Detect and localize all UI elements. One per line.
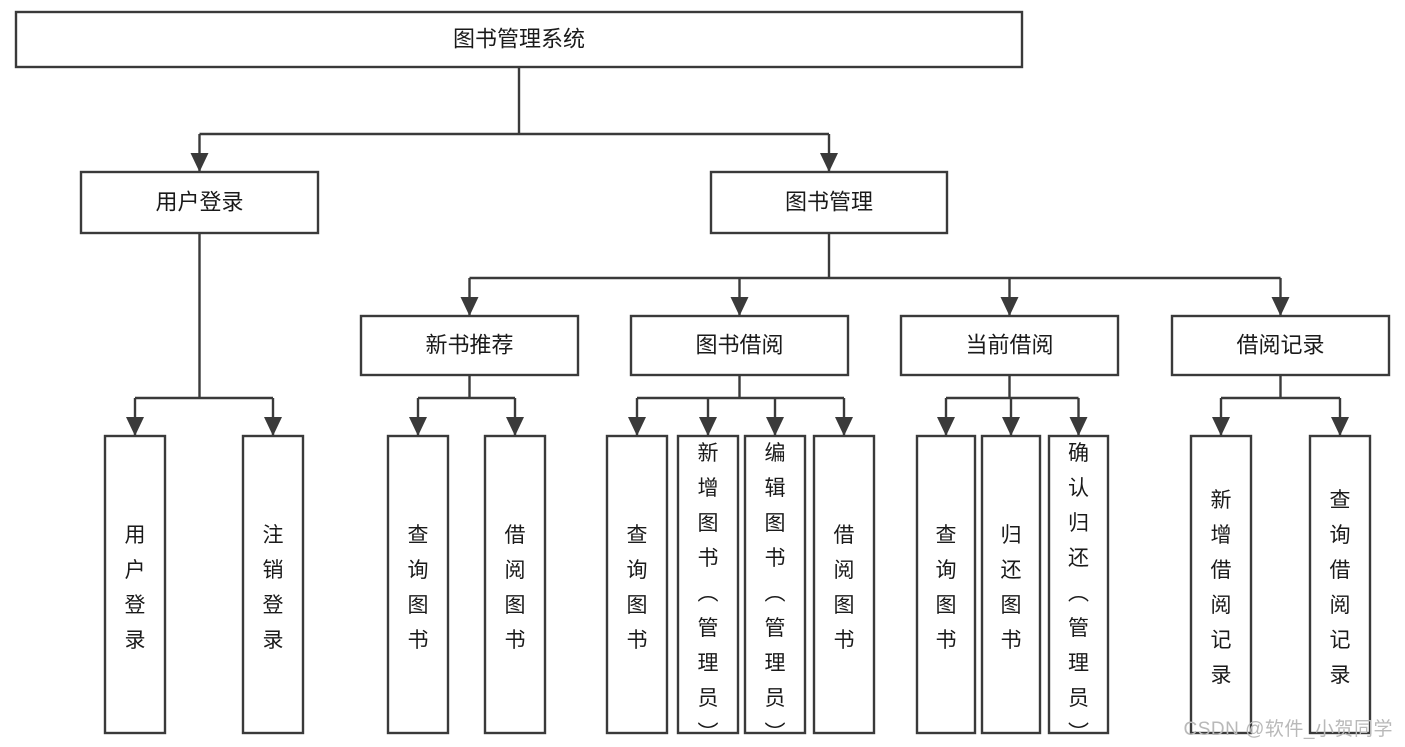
node-user-login[interactable]: 用户登录	[79, 170, 320, 235]
arrow-head	[1271, 297, 1290, 316]
node-label: 新增借阅记录	[1211, 489, 1232, 687]
node-leaf-query-record[interactable]: 查询借阅记录	[1308, 434, 1372, 735]
node-root[interactable]: 图书管理系统	[14, 10, 1024, 69]
node-leaf-user-login[interactable]: 用户登录	[103, 434, 167, 735]
arrow-head	[409, 417, 427, 436]
node-box	[899, 314, 1120, 377]
arrow-head	[699, 417, 717, 436]
edge-group-user-login	[126, 233, 282, 436]
node-leaf-return-book[interactable]: 归还图书	[980, 434, 1042, 735]
node-label: 查询图书	[936, 524, 957, 652]
node-box	[812, 434, 876, 735]
arrow-head	[190, 153, 209, 172]
node-borrow-record[interactable]: 借阅记录	[1170, 314, 1391, 377]
arrow-head	[460, 297, 479, 316]
arrow-head	[628, 417, 646, 436]
node-label: 借阅记录	[1236, 332, 1324, 357]
edge-group-root	[190, 67, 838, 172]
node-box	[605, 434, 669, 735]
node-leaf-add-book[interactable]: 新增图书︵管理员︶	[676, 434, 740, 745]
node-box	[709, 170, 949, 235]
node-label: 编辑图书︵管理员︶	[765, 442, 786, 745]
arrow-head	[820, 153, 838, 172]
node-label: 确认归还︵管理员︶	[1068, 442, 1089, 745]
arrow-head	[1000, 297, 1019, 316]
node-box	[14, 10, 1024, 69]
node-box	[386, 434, 450, 735]
node-box	[980, 434, 1042, 735]
arrow-head	[937, 417, 955, 436]
node-leaf-user-logout[interactable]: 注销登录	[241, 434, 305, 735]
node-box	[79, 170, 320, 235]
arrow-head	[1002, 417, 1020, 436]
node-label: 注销登录	[263, 524, 284, 652]
node-box	[359, 314, 580, 377]
node-box	[483, 434, 547, 735]
connector-layer	[126, 67, 1349, 436]
arrow-head	[1212, 417, 1230, 436]
node-leaf-add-record[interactable]: 新增借阅记录	[1189, 434, 1253, 735]
node-label: 归还图书	[1001, 524, 1022, 652]
node-box	[241, 434, 305, 735]
node-leaf-query-book-borrow[interactable]: 查询图书	[605, 434, 669, 735]
node-box	[676, 434, 740, 735]
arrow-head	[835, 417, 853, 436]
edge-group-new-book-recommend	[409, 375, 524, 436]
arrow-head	[730, 297, 749, 316]
node-book-manage[interactable]: 图书管理	[709, 170, 949, 235]
node-box	[1308, 434, 1372, 735]
arrow-head	[506, 417, 524, 436]
node-box	[1170, 314, 1391, 377]
node-label: 新书推荐	[425, 332, 513, 357]
node-leaf-borrow-book[interactable]: 借阅图书	[812, 434, 876, 735]
arrow-head	[766, 417, 784, 436]
node-layer: 图书管理系统用户登录图书管理新书推荐图书借阅当前借阅借阅记录用户登录注销登录查询…	[14, 10, 1391, 745]
arrow-head	[264, 417, 282, 436]
node-new-book-recommend[interactable]: 新书推荐	[359, 314, 580, 377]
node-leaf-query-book-current[interactable]: 查询图书	[915, 434, 977, 735]
node-label: 图书管理	[785, 189, 873, 214]
node-leaf-confirm-return[interactable]: 确认归还︵管理员︶	[1047, 434, 1110, 745]
node-box	[629, 314, 850, 377]
edge-group-book-manage	[460, 233, 1290, 316]
node-box	[1047, 434, 1110, 735]
node-label: 借阅图书	[505, 524, 526, 652]
node-label: 用户登录	[125, 524, 146, 652]
node-label: 当前借阅	[965, 332, 1053, 357]
node-current-borrow[interactable]: 当前借阅	[899, 314, 1120, 377]
node-label: 查询图书	[408, 524, 429, 652]
node-box	[743, 434, 807, 735]
node-label: 用户登录	[155, 189, 243, 214]
arrow-head	[1069, 417, 1088, 436]
node-label: 查询借阅记录	[1330, 489, 1351, 687]
node-leaf-borrow-book-recommend[interactable]: 借阅图书	[483, 434, 547, 735]
edge-group-book-borrow	[628, 375, 853, 436]
edge-group-borrow-record	[1212, 375, 1349, 436]
node-label: 新增图书︵管理员︶	[698, 442, 719, 745]
node-leaf-query-book-recommend[interactable]: 查询图书	[386, 434, 450, 735]
node-box	[103, 434, 167, 735]
arrow-head	[126, 417, 144, 436]
node-label: 借阅图书	[834, 524, 855, 652]
node-box	[1189, 434, 1253, 735]
arrow-head	[1331, 417, 1349, 436]
node-label: 图书借阅	[695, 332, 783, 357]
node-leaf-edit-book[interactable]: 编辑图书︵管理员︶	[743, 434, 807, 745]
node-label: 查询图书	[627, 524, 648, 652]
node-label: 图书管理系统	[453, 26, 585, 51]
edge-group-current-borrow	[937, 375, 1088, 436]
node-book-borrow[interactable]: 图书借阅	[629, 314, 850, 377]
node-box	[915, 434, 977, 735]
